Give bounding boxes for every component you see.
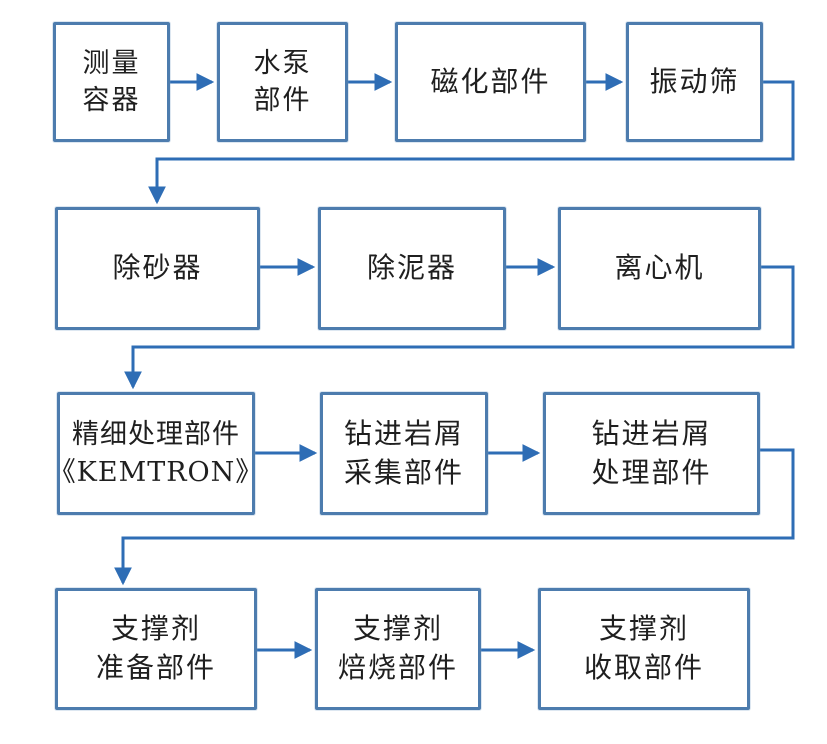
node-centrifuge: 离心机 <box>558 207 761 330</box>
node-proppant-calcination-unit: 支撑剂 焙烧部件 <box>315 588 481 710</box>
node-label: 磁化部件 <box>430 64 551 98</box>
node-vibrating-screen: 振动筛 <box>626 22 763 142</box>
edge-processing-to-preparation <box>114 448 795 586</box>
node-desander: 除砂器 <box>55 207 260 330</box>
node-desilter: 除泥器 <box>318 207 506 330</box>
node-label: 钻进岩屑 处理部件 <box>591 416 712 489</box>
node-label: 钻进岩屑 采集部件 <box>343 416 464 489</box>
node-proppant-collection-unit: 支撑剂 收取部件 <box>538 588 750 710</box>
node-label: 支撑剂 收取部件 <box>583 612 704 684</box>
node-label: 水泵 部件 <box>253 47 312 116</box>
node-proppant-preparation-unit: 支撑剂 准备部件 <box>55 588 257 710</box>
node-fine-processing-unit: 精细处理部件 《KEMTRON》 <box>49 392 262 515</box>
node-magnetization-unit: 磁化部件 <box>395 22 586 142</box>
node-label: 离心机 <box>614 251 705 285</box>
node-water-pump-unit: 水泵 部件 <box>217 22 348 142</box>
node-measuring-container: 测量 容器 <box>53 22 170 142</box>
node-label: 振动筛 <box>649 64 740 98</box>
node-cuttings-processing-unit: 钻进岩屑 处理部件 <box>543 392 760 515</box>
edge-screen-to-desander <box>148 80 795 205</box>
node-label: 除泥器 <box>366 251 457 285</box>
node-label: 支撑剂 准备部件 <box>95 612 216 684</box>
node-label: 支撑剂 焙烧部件 <box>337 612 458 684</box>
node-label: 除砂器 <box>112 251 203 285</box>
node-label: 测量 容器 <box>82 47 141 116</box>
node-cuttings-collection-unit: 钻进岩屑 采集部件 <box>320 392 488 515</box>
node-label: 精细处理部件 《KEMTRON》 <box>48 419 264 488</box>
edge-centrifuge-to-fine-processing <box>124 265 795 390</box>
